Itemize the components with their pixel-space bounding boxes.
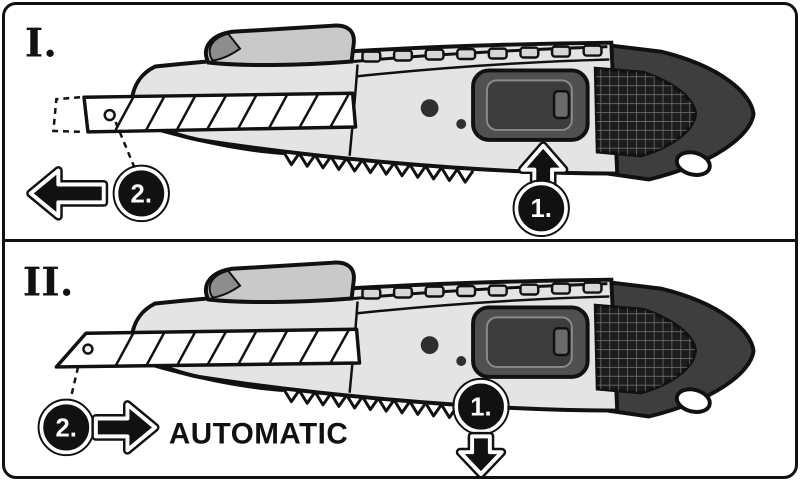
lanyard-hole bbox=[674, 387, 712, 414]
panel-2-label: II. bbox=[23, 259, 74, 305]
grip-texture bbox=[593, 66, 697, 158]
automatic-caption: AUTOMATIC bbox=[169, 417, 348, 450]
blade-hole bbox=[103, 108, 116, 122]
panel-1-label: I. bbox=[25, 20, 57, 66]
step-1-label: 1. bbox=[470, 393, 491, 421]
blade-segment-lines bbox=[114, 93, 350, 131]
step-1-badge: 1. bbox=[512, 179, 570, 238]
utility-knife-illustration bbox=[54, 260, 756, 421]
clip-end-shade bbox=[208, 269, 242, 299]
rail-slots bbox=[361, 44, 603, 63]
clip-end-shade bbox=[208, 32, 242, 62]
rail-line-top bbox=[353, 282, 608, 300]
blade-ghost-outline bbox=[52, 95, 85, 134]
blade bbox=[54, 327, 362, 369]
body-dot-small bbox=[456, 119, 467, 129]
slider-button bbox=[471, 68, 590, 142]
panel-2: II. bbox=[5, 242, 795, 476]
rail-line-bottom bbox=[356, 295, 610, 315]
body-dot-large bbox=[420, 99, 439, 118]
step-2-leader-line bbox=[114, 121, 137, 171]
step-2-label: 2. bbox=[56, 414, 77, 442]
serrated-grip bbox=[282, 150, 475, 184]
step-1-label: 1. bbox=[531, 195, 552, 223]
step-1-badge: 1. bbox=[452, 377, 510, 436]
serrated-grip bbox=[282, 387, 475, 421]
lower-contour bbox=[142, 361, 284, 392]
rail-line-bottom bbox=[356, 58, 610, 78]
panel-1: I. bbox=[5, 5, 795, 242]
step-2-badge: 2. bbox=[112, 164, 170, 223]
utility-knife-illustration bbox=[52, 23, 756, 184]
body-dot-small bbox=[456, 356, 467, 366]
pocket-clip bbox=[204, 23, 356, 68]
blade-segment-lines bbox=[114, 329, 350, 367]
step-2-leader-line bbox=[68, 366, 80, 401]
left-arrow-icon bbox=[26, 166, 109, 221]
blade-hole bbox=[82, 343, 94, 355]
rail-slots bbox=[361, 281, 603, 300]
body-dot-large bbox=[420, 336, 439, 355]
step-2-label: 2. bbox=[131, 180, 152, 208]
lanyard-hole bbox=[674, 150, 712, 177]
down-arrow-icon bbox=[455, 431, 507, 476]
blade bbox=[82, 91, 358, 134]
panel-2-illustration: II. bbox=[23, 259, 756, 476]
pocket-clip bbox=[204, 260, 356, 305]
right-arrow-icon bbox=[91, 400, 160, 455]
grip-texture bbox=[593, 303, 697, 395]
panel-1-illustration: I. bbox=[25, 20, 756, 238]
rail-line-top bbox=[353, 45, 608, 63]
slider-button bbox=[471, 305, 590, 379]
step-2-badge: 2. bbox=[37, 398, 95, 457]
